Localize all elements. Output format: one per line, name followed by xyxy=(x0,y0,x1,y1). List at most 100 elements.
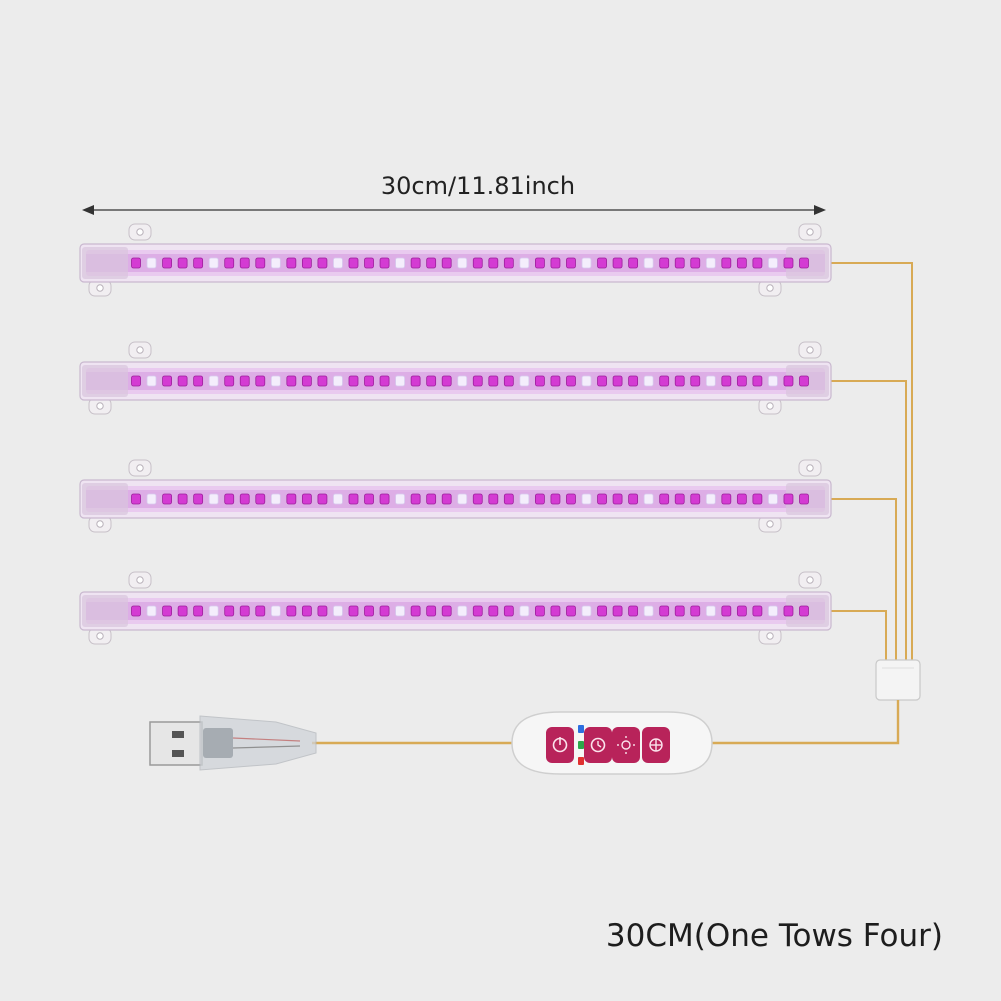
led-magenta xyxy=(752,605,763,617)
led-magenta xyxy=(177,605,188,617)
led-magenta xyxy=(612,375,623,387)
led-white xyxy=(395,493,405,505)
brightness-icon xyxy=(617,736,635,754)
led-magenta xyxy=(535,493,545,505)
led-white xyxy=(768,257,778,269)
strip-wire xyxy=(831,498,897,660)
controller[interactable] xyxy=(511,711,713,775)
led-magenta xyxy=(488,375,499,387)
led-magenta xyxy=(441,605,452,617)
led-magenta xyxy=(239,257,250,269)
led-magenta xyxy=(364,375,374,387)
led-magenta xyxy=(193,493,204,505)
mounting-tab xyxy=(798,341,822,359)
led-magenta xyxy=(752,493,763,505)
led-magenta xyxy=(224,257,235,269)
led-magenta xyxy=(550,257,561,269)
dimension-arrow xyxy=(82,205,826,215)
led-magenta xyxy=(364,605,374,617)
led-white xyxy=(581,375,592,387)
led-white xyxy=(643,375,654,387)
led-white xyxy=(270,493,281,505)
led-magenta xyxy=(162,605,172,617)
led-white xyxy=(333,257,343,269)
mode-icon xyxy=(649,738,663,752)
led-magenta xyxy=(410,375,421,387)
controller-button-mode[interactable] xyxy=(642,727,670,763)
mounting-tab xyxy=(758,397,782,415)
led-white xyxy=(395,375,405,387)
led-magenta xyxy=(301,375,312,387)
led-white xyxy=(768,605,778,617)
led-white xyxy=(333,605,343,617)
led-white xyxy=(146,375,157,387)
mounting-tab xyxy=(128,223,152,241)
led-magenta xyxy=(239,375,250,387)
led-magenta xyxy=(255,375,266,387)
led-magenta xyxy=(488,605,499,617)
mounting-tab xyxy=(88,627,112,645)
led-magenta xyxy=(628,257,639,269)
led-strip xyxy=(79,459,832,533)
led-white xyxy=(705,493,716,505)
led-magenta xyxy=(239,493,250,505)
led-magenta xyxy=(472,605,483,617)
led-magenta xyxy=(379,605,390,617)
led-magenta xyxy=(736,493,747,505)
led-white xyxy=(208,605,219,617)
led-magenta xyxy=(597,257,607,269)
led-magenta xyxy=(286,375,297,387)
led-magenta xyxy=(597,493,607,505)
led-magenta xyxy=(131,375,141,387)
led-magenta xyxy=(535,257,545,269)
led-magenta xyxy=(550,375,561,387)
mounting-tab xyxy=(128,459,152,477)
led-white xyxy=(208,257,219,269)
led-white xyxy=(395,605,405,617)
led-magenta xyxy=(162,257,172,269)
controller-button-timer[interactable] xyxy=(584,727,612,763)
usb-plug xyxy=(149,715,317,771)
led-magenta xyxy=(379,257,390,269)
led-magenta xyxy=(286,605,297,617)
led-magenta xyxy=(131,257,141,269)
led-white xyxy=(457,493,468,505)
led-magenta xyxy=(177,257,188,269)
led-magenta xyxy=(441,375,452,387)
led-magenta xyxy=(550,605,561,617)
led-magenta xyxy=(674,493,685,505)
led-magenta xyxy=(736,605,747,617)
led-magenta xyxy=(255,257,266,269)
led-magenta xyxy=(472,375,483,387)
led-magenta xyxy=(301,257,312,269)
mounting-tab xyxy=(128,341,152,359)
led-white xyxy=(146,605,157,617)
led-white xyxy=(519,375,530,387)
led-magenta xyxy=(317,375,328,387)
led-magenta xyxy=(426,605,437,617)
led-magenta xyxy=(752,257,763,269)
led-magenta xyxy=(674,257,685,269)
led-magenta xyxy=(131,493,141,505)
indicator-green xyxy=(578,741,584,749)
led-strip xyxy=(79,223,832,297)
indicator-blue xyxy=(578,725,584,733)
led-magenta xyxy=(628,375,639,387)
led-white xyxy=(705,605,716,617)
led-magenta xyxy=(503,605,514,617)
led-strip xyxy=(79,341,832,415)
led-magenta xyxy=(348,493,359,505)
led-magenta xyxy=(674,605,685,617)
controller-button-power[interactable] xyxy=(546,727,574,763)
led-magenta xyxy=(674,375,685,387)
led-white xyxy=(457,605,468,617)
led-magenta xyxy=(783,605,794,617)
led-magenta xyxy=(348,257,359,269)
led-magenta xyxy=(612,493,623,505)
led-magenta xyxy=(286,257,297,269)
controller-button-brightness[interactable] xyxy=(612,727,640,763)
status-indicators xyxy=(578,725,584,765)
led-magenta xyxy=(224,605,235,617)
led-magenta xyxy=(301,493,312,505)
